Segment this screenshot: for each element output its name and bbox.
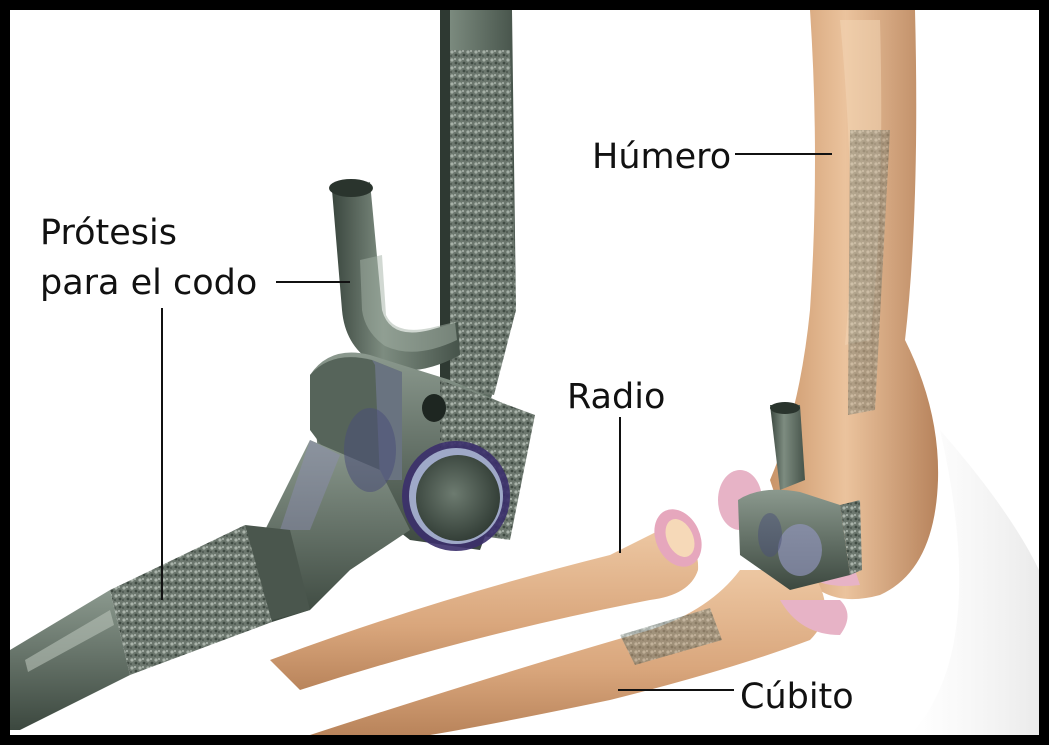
label-radio: Radio (567, 377, 665, 417)
ulnar-component (10, 440, 410, 730)
label-cubito: Cúbito (740, 677, 854, 717)
label-protesis-line2: para el codo (40, 263, 257, 303)
label-humero: Húmero (592, 137, 731, 177)
elbow-prosthesis-illustration (10, 10, 1039, 735)
label-protesis-line1: Prótesis (40, 213, 177, 253)
